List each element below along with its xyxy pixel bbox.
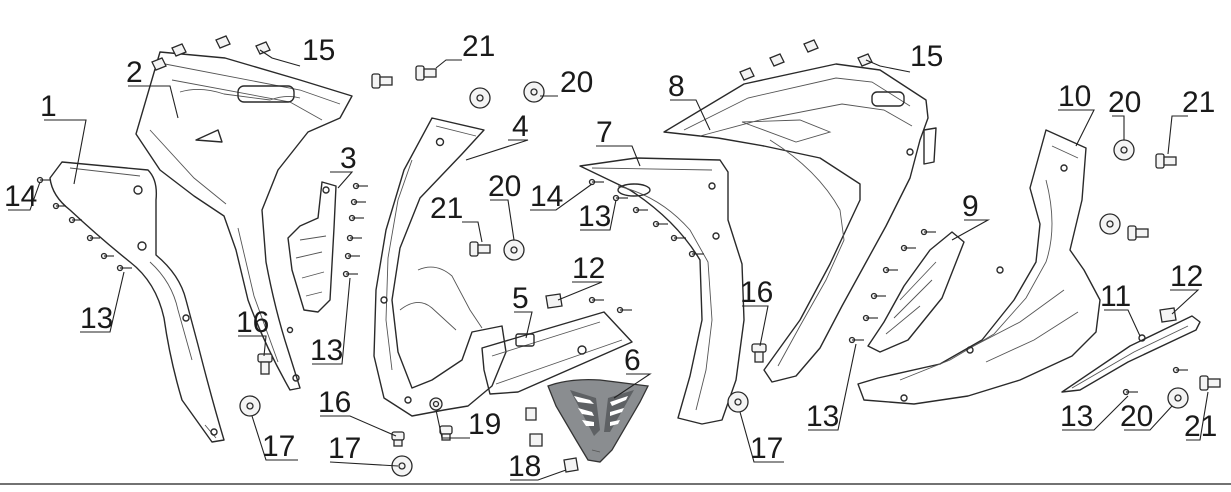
screw-set-center <box>588 178 704 314</box>
clips-15 <box>151 35 873 81</box>
callout-4: 4 <box>512 110 529 143</box>
callout-12-a: 12 <box>572 252 605 285</box>
bolt-21-right-b <box>1127 225 1149 241</box>
callout-labels: 1 2 3 4 5 6 7 8 9 10 11 12 12 13 13 13 1… <box>4 30 1217 483</box>
part-11-rear-trim-strip <box>1061 315 1201 393</box>
part-10-rear-side-panel <box>857 129 1101 405</box>
part-9-bracket <box>867 231 965 353</box>
washer-20-c <box>503 239 525 261</box>
callout-6: 6 <box>624 344 641 377</box>
bolt-21-mid <box>469 241 491 257</box>
part-2-upper-inner-cover <box>135 51 353 391</box>
bolt-16-left <box>257 353 273 375</box>
callout-20-d: 20 <box>1120 400 1153 433</box>
screw-set-left-b <box>342 182 368 278</box>
part-1-left-side-panel <box>49 161 225 443</box>
clips-12-18-19 <box>429 293 1177 473</box>
bolt-21-right-a <box>1155 153 1177 169</box>
callout-9: 9 <box>962 190 979 223</box>
bolt-21-top-left-b <box>415 65 437 81</box>
bolt-21-bottom-right <box>1199 375 1221 391</box>
washer-17-a <box>239 395 261 417</box>
washer-20-b <box>523 81 545 103</box>
callout-20-c: 20 <box>1108 86 1141 119</box>
screw-set-left-a <box>36 176 132 272</box>
washers-17-20 <box>239 81 1189 477</box>
callout-14-a: 14 <box>4 180 37 213</box>
callout-13-c: 13 <box>578 200 611 233</box>
part-7-inner-front-panel <box>579 157 745 425</box>
callout-17-b: 17 <box>328 432 361 465</box>
callout-16-c: 16 <box>740 276 773 309</box>
callout-20-b: 20 <box>488 170 521 203</box>
washer-17-c <box>727 391 749 413</box>
callout-13-b: 13 <box>310 334 343 367</box>
callout-1: 1 <box>40 90 57 123</box>
callout-2: 2 <box>126 56 143 89</box>
callout-5: 5 <box>512 282 529 315</box>
callout-19: 19 <box>468 408 501 441</box>
callout-15-a: 15 <box>302 34 335 67</box>
callout-17-c: 17 <box>750 432 783 465</box>
part-4-front-side-fairing <box>373 117 507 417</box>
callout-14-b: 14 <box>530 180 563 213</box>
leader-lines <box>8 49 1209 481</box>
part-5-lower-trim <box>481 311 633 395</box>
callout-21-b: 21 <box>430 192 463 225</box>
part-3-bracket <box>287 181 337 313</box>
callout-8: 8 <box>668 70 685 103</box>
callout-21-a: 21 <box>462 30 495 63</box>
washer-20-e <box>1099 213 1121 235</box>
callout-7: 7 <box>596 116 613 149</box>
bolt-16-mid-a <box>391 431 405 447</box>
screw-set-right <box>848 228 1188 396</box>
callout-17-a: 17 <box>262 430 295 463</box>
callout-21-d: 21 <box>1184 410 1217 443</box>
callout-12-b: 12 <box>1170 260 1203 293</box>
callout-21-c: 21 <box>1182 86 1215 119</box>
callout-16-b: 16 <box>318 386 351 419</box>
part-6-center-lower-cover <box>547 378 649 463</box>
callout-3: 3 <box>340 142 357 175</box>
callout-15-b: 15 <box>910 40 943 73</box>
callout-13-a: 13 <box>80 302 113 335</box>
callout-16-a: 16 <box>236 306 269 339</box>
screws-group-13-14 <box>36 176 1188 396</box>
callout-10: 10 <box>1058 80 1091 113</box>
callout-11: 11 <box>1100 280 1131 313</box>
callout-13-d: 13 <box>806 400 839 433</box>
washer-20-f <box>1167 387 1189 409</box>
bolt-21-top-left <box>371 73 393 89</box>
washer-20-a <box>469 87 491 109</box>
callout-18: 18 <box>508 450 541 483</box>
washer-20-d <box>1113 139 1135 161</box>
callout-13-e: 13 <box>1060 400 1093 433</box>
callout-20-a: 20 <box>560 66 593 99</box>
bolt-16-center <box>751 343 767 363</box>
part-8-large-center-fairing <box>663 63 937 383</box>
